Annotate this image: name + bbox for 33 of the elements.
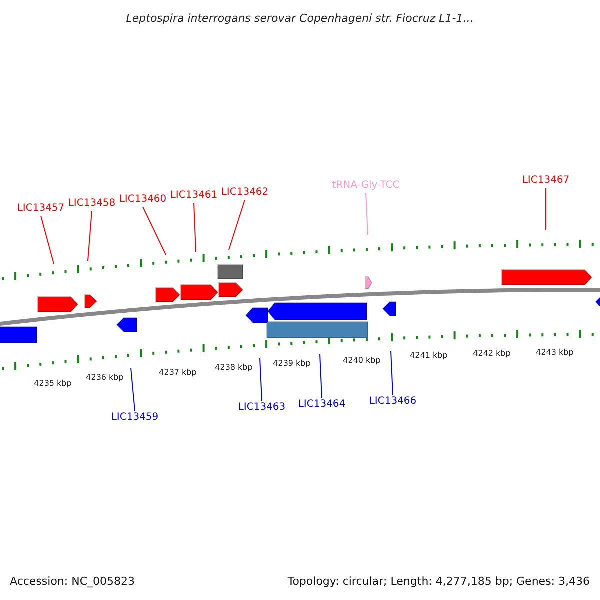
leader-line <box>194 202 196 252</box>
gene-label: LIC13458 <box>68 198 116 210</box>
gene-label: LIC13461 <box>170 190 218 202</box>
scale-label: 4243 kbp <box>536 348 574 358</box>
leader-line <box>130 368 136 412</box>
leader-line <box>320 354 322 398</box>
gene-label: LIC13457 <box>17 203 65 215</box>
scale-label: 4238 kbp <box>215 363 253 373</box>
scale-label: 4236 kbp <box>86 373 124 383</box>
leader-line <box>390 350 394 396</box>
gene-label: LIC13460 <box>119 194 167 206</box>
gene-label: LIC13463 <box>238 402 286 414</box>
scale-label: 4239 kbp <box>273 359 311 369</box>
leader-line <box>228 200 246 250</box>
gene-label: tRNA-Gly-TCC <box>332 180 400 192</box>
scale-label: 4237 kbp <box>159 368 197 378</box>
leader-line <box>260 358 262 402</box>
gene-label: LIC13459 <box>111 412 159 424</box>
gene-label: LIC13466 <box>369 396 417 408</box>
genome-stats-text: Topology: circular; Length: 4,277,185 bp; Genes: 3,436 <box>288 575 590 588</box>
gene-label: LIC13467 <box>522 175 570 187</box>
leader-line <box>366 192 368 236</box>
accession-text: Accession: NC_005823 <box>10 575 136 588</box>
scale-label: 4241 kbp <box>410 351 448 361</box>
leader-line <box>88 210 92 262</box>
scale-label: 4235 kbp <box>34 379 72 389</box>
gene-label: LIC13462 <box>221 187 269 199</box>
scale-label: 4240 kbp <box>343 356 381 366</box>
gene-label: LIC13464 <box>298 399 346 411</box>
scale-label: 4242 kbp <box>473 349 511 359</box>
leader-line <box>142 206 166 256</box>
leader-line <box>40 216 54 264</box>
chart-title: Leptospira interrogans serovar Copenhageni str. Fiocruz L1-1... <box>125 12 475 25</box>
